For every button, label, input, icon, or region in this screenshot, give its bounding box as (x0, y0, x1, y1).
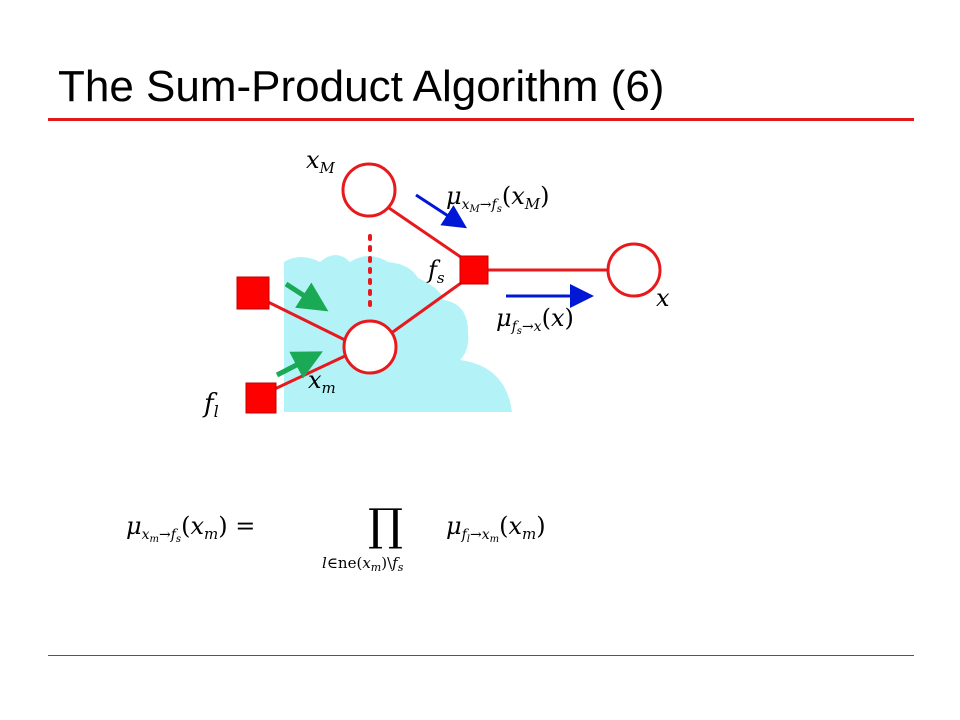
label-fs: fs (426, 256, 445, 287)
footer-divider (48, 655, 914, 656)
svg-text:l∈ne(xm)\fs: l∈ne(xm)\fs (322, 554, 404, 574)
message-label-fs-to-x: μfs→x(x) (496, 304, 574, 337)
factor-node-fl-upper (236, 276, 270, 310)
message-arrow-xM-to-fs (415, 193, 468, 229)
edge-xM-fs (388, 206, 469, 264)
subtree-cloud (284, 255, 512, 412)
label-xM: xM (306, 146, 336, 177)
message-arrow-fl-upper-to-xm (284, 281, 329, 312)
message-label-xM-to-fs: μxM→fs(xM) (446, 182, 549, 215)
variable-node-xM (341, 162, 397, 218)
message-arrow-fl-lower-to-xm (275, 351, 323, 379)
edge-fl1-xm (263, 298, 346, 342)
variable-node-x (606, 242, 662, 298)
title-underline (48, 118, 914, 121)
message-formula: μxm→fs(xm) = ∏ l∈ne(xm)\fs μfl→xm(xm) (126, 500, 546, 574)
svg-text:μxm→fs(xm) =: μxm→fs(xm) = (126, 512, 255, 545)
factor-node-fs (459, 255, 489, 285)
product-symbol: ∏ (368, 500, 403, 551)
label-fl: fl (202, 389, 219, 421)
slide-title: The Sum-Product Algorithm (6) (58, 62, 665, 111)
variable-node-xm (342, 319, 398, 375)
edge-xm-fs (389, 276, 469, 336)
factor-node-fl-lower (245, 382, 277, 414)
svg-text:μfl→xm(xm): μfl→xm(xm) (446, 512, 546, 545)
label-x: x (656, 284, 670, 312)
